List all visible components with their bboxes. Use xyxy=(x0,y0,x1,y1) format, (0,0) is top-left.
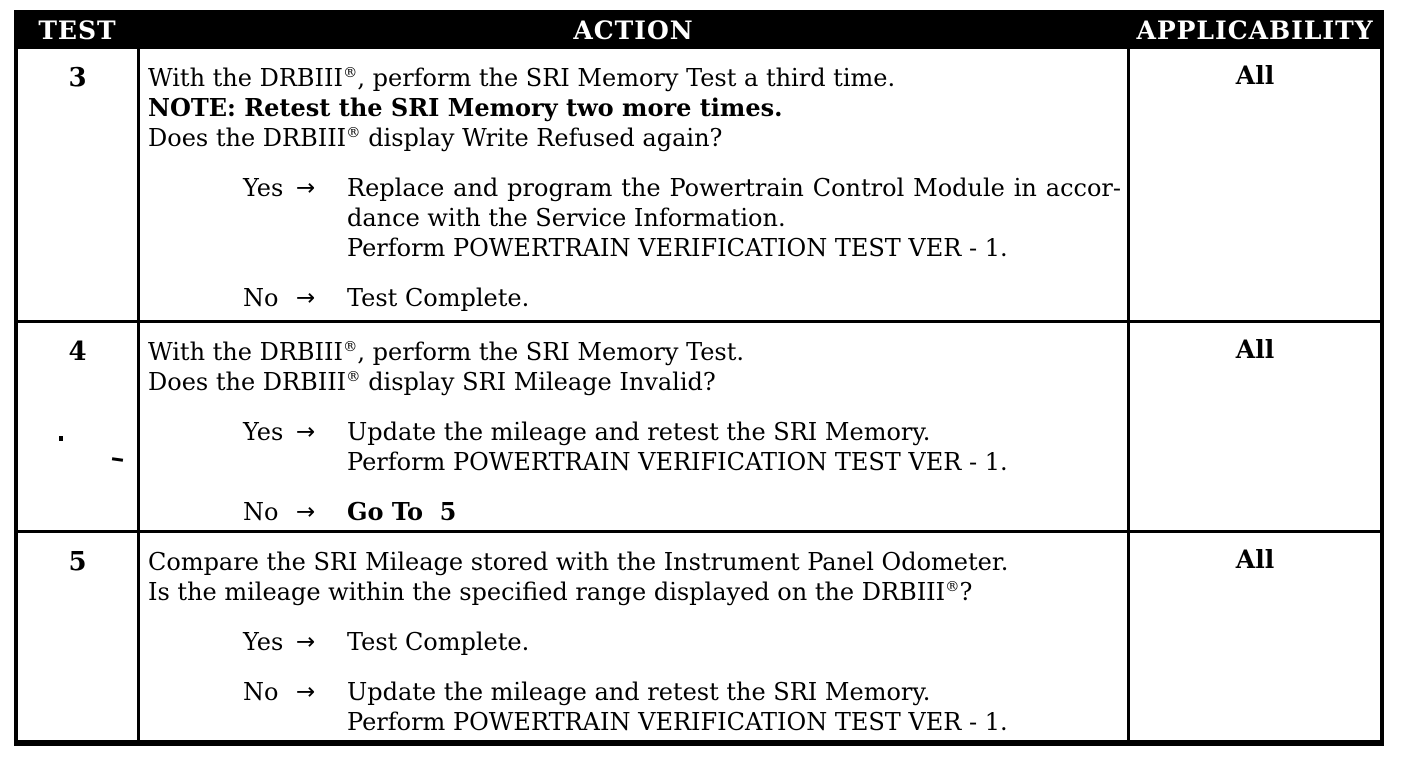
action-intro-line: With the DRBIII®, perform the SRI Memory… xyxy=(148,338,744,366)
yes-branch: Yes → Update the mileage and retest the … xyxy=(243,417,1121,477)
branch-instructions: Update the mileage and retest the SRI Me… xyxy=(347,417,1121,477)
instruction-line: Update the mileage and retest the SRI Me… xyxy=(347,418,931,446)
arrow-icon: → xyxy=(296,419,316,445)
branch-label-no: No xyxy=(243,498,279,526)
no-branch: No → Test Complete. xyxy=(243,283,1121,313)
branch-label-no: No xyxy=(243,284,279,312)
action-note-line: NOTE: Retest the SRI Memory two more tim… xyxy=(148,93,783,122)
arrow-icon: → xyxy=(296,629,316,655)
instruction-line: Test Complete. xyxy=(347,628,530,656)
applicability-cell: All xyxy=(1130,323,1380,530)
instruction-line: dance with the Service Information. xyxy=(347,204,786,232)
applicability-cell: All xyxy=(1130,49,1380,320)
branch-label-yes: Yes xyxy=(243,418,284,446)
test-number-cell: 5 xyxy=(18,533,137,740)
applicability-cell: All xyxy=(1130,533,1380,740)
action-cell: With the DRBIII®, perform the SRI Memory… xyxy=(140,323,1127,530)
no-branch: No → Go To 5 xyxy=(243,497,1121,527)
yes-branch: Yes → Test Complete. xyxy=(243,627,1121,657)
action-question-line: Does the DRBIII® display SRI Mileage Inv… xyxy=(148,368,716,396)
instruction-line: Update the mileage and retest the SRI Me… xyxy=(347,678,931,706)
go-to-reference: Go To 5 xyxy=(347,497,457,526)
action-question-line: Does the DRBIII® display Write Refused a… xyxy=(148,124,723,152)
instruction-line: Replace and program the Powertrain Contr… xyxy=(347,174,1121,202)
instruction-line: Perform POWERTRAIN VERIFICATION TEST VER… xyxy=(347,234,1008,262)
yes-branch: Yes → Replace and program the Powertrain… xyxy=(243,173,1121,263)
column-header-applicability: APPLICABILITY xyxy=(1130,14,1380,46)
action-question-line: Is the mileage within the specified rang… xyxy=(148,578,973,606)
instruction-line: Perform POWERTRAIN VERIFICATION TEST VER… xyxy=(347,448,1008,476)
diagnostic-test-table: TEST ACTION APPLICABILITY 3 With the DRB… xyxy=(14,10,1384,746)
arrow-icon: → xyxy=(296,679,316,705)
branch-instructions: Test Complete. xyxy=(347,283,1121,313)
test-number-cell: 3 xyxy=(18,49,137,320)
column-header-test: TEST xyxy=(18,14,137,46)
arrow-icon: → xyxy=(296,175,316,201)
action-cell: Compare the SRI Mileage stored with the … xyxy=(140,533,1127,740)
action-intro-line: With the DRBIII®, perform the SRI Memory… xyxy=(148,64,896,92)
instruction-line: Perform POWERTRAIN VERIFICATION TEST VER… xyxy=(347,708,1008,736)
branch-label-no: No xyxy=(243,678,279,706)
action-cell: With the DRBIII®, perform the SRI Memory… xyxy=(140,49,1127,320)
scan-speck xyxy=(59,436,63,441)
branch-label-yes: Yes xyxy=(243,628,284,656)
test-number-cell: 4 xyxy=(18,323,137,530)
branch-instructions: Go To 5 xyxy=(347,497,1121,527)
arrow-icon: → xyxy=(296,499,316,525)
instruction-line: Test Complete. xyxy=(347,284,530,312)
branch-instructions: Update the mileage and retest the SRI Me… xyxy=(347,677,1121,737)
branch-instructions: Test Complete. xyxy=(347,627,1121,657)
arrow-icon: → xyxy=(296,285,316,311)
no-branch: No → Update the mileage and retest the S… xyxy=(243,677,1121,737)
action-intro-line: Compare the SRI Mileage stored with the … xyxy=(148,548,1009,576)
branch-instructions: Replace and program the Powertrain Contr… xyxy=(347,173,1121,263)
column-header-action: ACTION xyxy=(140,14,1127,46)
branch-label-yes: Yes xyxy=(243,174,284,202)
